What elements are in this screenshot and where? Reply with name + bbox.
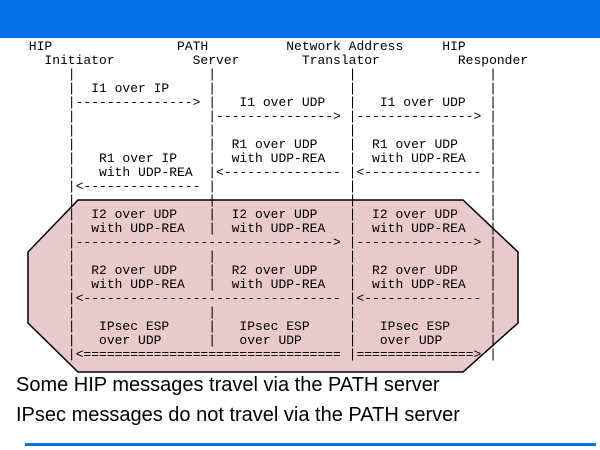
bottom-divider [25,443,596,446]
caption-hip-via-path: Some HIP messages travel via the PATH se… [16,374,440,396]
title-bar [0,0,600,38]
ascii-sequence-diagram: HIP PATH Network Address HIP Initiator S… [28,39,529,362]
caption-ipsec-not-via-path: IPsec messages do not travel via the PAT… [16,404,460,426]
